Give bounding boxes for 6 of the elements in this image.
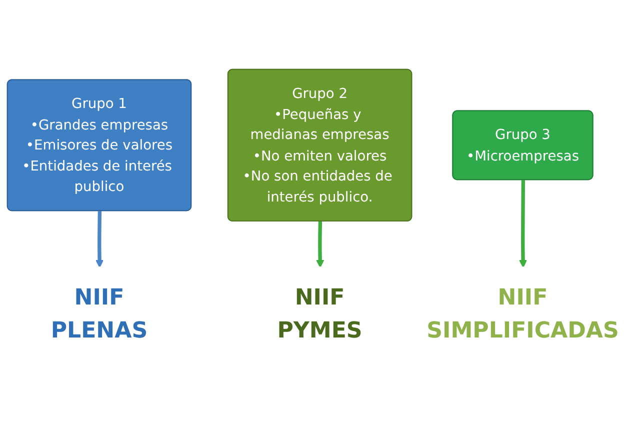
- node-text: NIIF PYMES: [277, 284, 362, 343]
- arrow: [316, 220, 324, 268]
- arrow: [96, 210, 104, 268]
- node-text: NIIF PLENAS: [50, 284, 148, 343]
- node-text: NIIF SIMPLIFICADAS: [426, 284, 619, 343]
- arrow: [519, 180, 528, 268]
